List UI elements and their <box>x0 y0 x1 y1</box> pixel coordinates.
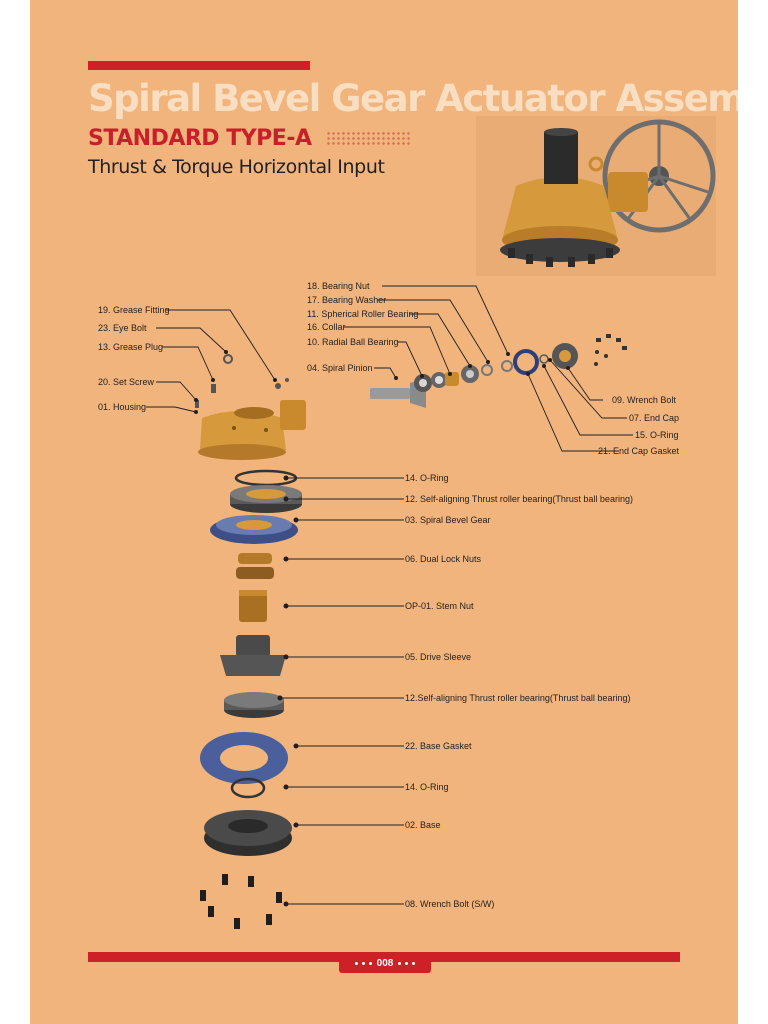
callout-17-bearing-washer: 17. Bearing Washer <box>307 295 386 305</box>
bearing-washer-part <box>481 364 493 376</box>
type-heading: STANDARD TYPE-A <box>88 126 312 151</box>
set-screw-part <box>195 400 199 408</box>
callout-06-dual-lock-nuts: 06. Dual Lock Nuts <box>405 554 482 564</box>
o-ring-lower-part <box>230 777 266 799</box>
base-gasket-part <box>200 732 288 784</box>
callout-05-drive-sleeve: 05. Drive Sleeve <box>405 652 471 662</box>
eye-bolt-icon <box>223 354 233 364</box>
callout-15-o-ring: 15. O-Ring <box>635 430 679 440</box>
callout-10-radial-ball-bearing: 10. Radial Ball Bearing <box>307 337 399 347</box>
callout-08-wrench-bolt-sw: 08. Wrench Bolt (S/W) <box>405 899 494 909</box>
callout-12-thrust-bearing-upper: 12. Self-aligning Thrust roller bearing(… <box>405 494 633 504</box>
callout-03-spiral-bevel-gear: 03. Spiral Bevel Gear <box>405 515 491 525</box>
page-number: 008 <box>376 958 394 969</box>
callout-02-base: 02. Base <box>405 820 441 830</box>
callout-20-set-screw: 20. Set Screw <box>98 377 155 387</box>
wrench-bolt-sw-set <box>200 874 282 929</box>
page-number-badge: 008 <box>339 954 431 973</box>
bearing-nut-part <box>501 360 513 372</box>
callout-09-wrench-bolt: 09. Wrench Bolt <box>612 395 676 405</box>
base-part <box>204 810 292 856</box>
input-type-subtitle: Thrust & Torque Horizontal Input <box>88 156 385 178</box>
callout-01-housing: 01. Housing <box>98 402 146 412</box>
callout-21-end-cap-gasket: 21. End Cap Gasket <box>598 446 680 456</box>
callout-23-eye-bolt: 23. Eye Bolt <box>98 323 147 333</box>
page-title: Spiral Bevel Gear Actuator Assembly <box>88 77 738 120</box>
drive-sleeve-part <box>220 635 286 676</box>
callout-22-base-gasket: 22. Base Gasket <box>405 741 472 751</box>
callout-18-bearing-nut: 18. Bearing Nut <box>307 281 370 291</box>
callout-14-o-ring-upper: 14. O-Ring <box>405 473 449 483</box>
assembled-actuator-photo <box>476 116 716 276</box>
callout-07-end-cap: 07. End Cap <box>629 413 679 423</box>
leader-lines <box>146 285 633 905</box>
callout-12-thrust-bearing-lower: 12.Self-aligning Thrust roller bearing(T… <box>405 693 630 703</box>
dual-lock-nuts-part <box>236 553 274 579</box>
leader-dots <box>194 350 570 907</box>
end-cap-gasket-part <box>513 349 539 375</box>
callout-op01-stem-nut: OP-01. Stem Nut <box>405 601 474 611</box>
callout-16-collar: 16. Collar <box>307 322 346 332</box>
callout-19-grease-fitting: 19. Grease Fitting <box>98 305 170 315</box>
grease-fitting-part <box>275 383 281 389</box>
catalog-page: Spiral Bevel Gear Actuator Assembly STAN… <box>30 0 738 1024</box>
header-accent-bar <box>88 61 310 70</box>
end-cap-part <box>552 343 578 369</box>
stem-nut-part <box>239 590 267 622</box>
grease-plug-part <box>211 384 216 393</box>
dot-pattern-decoration <box>326 131 412 145</box>
thrust-bearing-lower-part <box>224 692 284 718</box>
callout-04-spiral-pinion: 04. Spiral Pinion <box>307 363 373 373</box>
exploded-view-diagram: 18. Bearing Nut 17. Bearing Washer 11. S… <box>98 281 680 929</box>
callout-11-spherical-roller-bearing: 11. Spherical Roller Bearing <box>307 309 418 319</box>
o-ring-small-part <box>539 354 549 364</box>
callout-13-grease-plug: 13. Grease Plug <box>98 342 163 352</box>
housing-part <box>198 400 306 460</box>
collar-part <box>445 372 459 386</box>
callout-14-o-ring-lower: 14. O-Ring <box>405 782 449 792</box>
wrench-bolts-cluster <box>594 334 627 366</box>
spiral-bevel-gear-part <box>210 515 298 544</box>
